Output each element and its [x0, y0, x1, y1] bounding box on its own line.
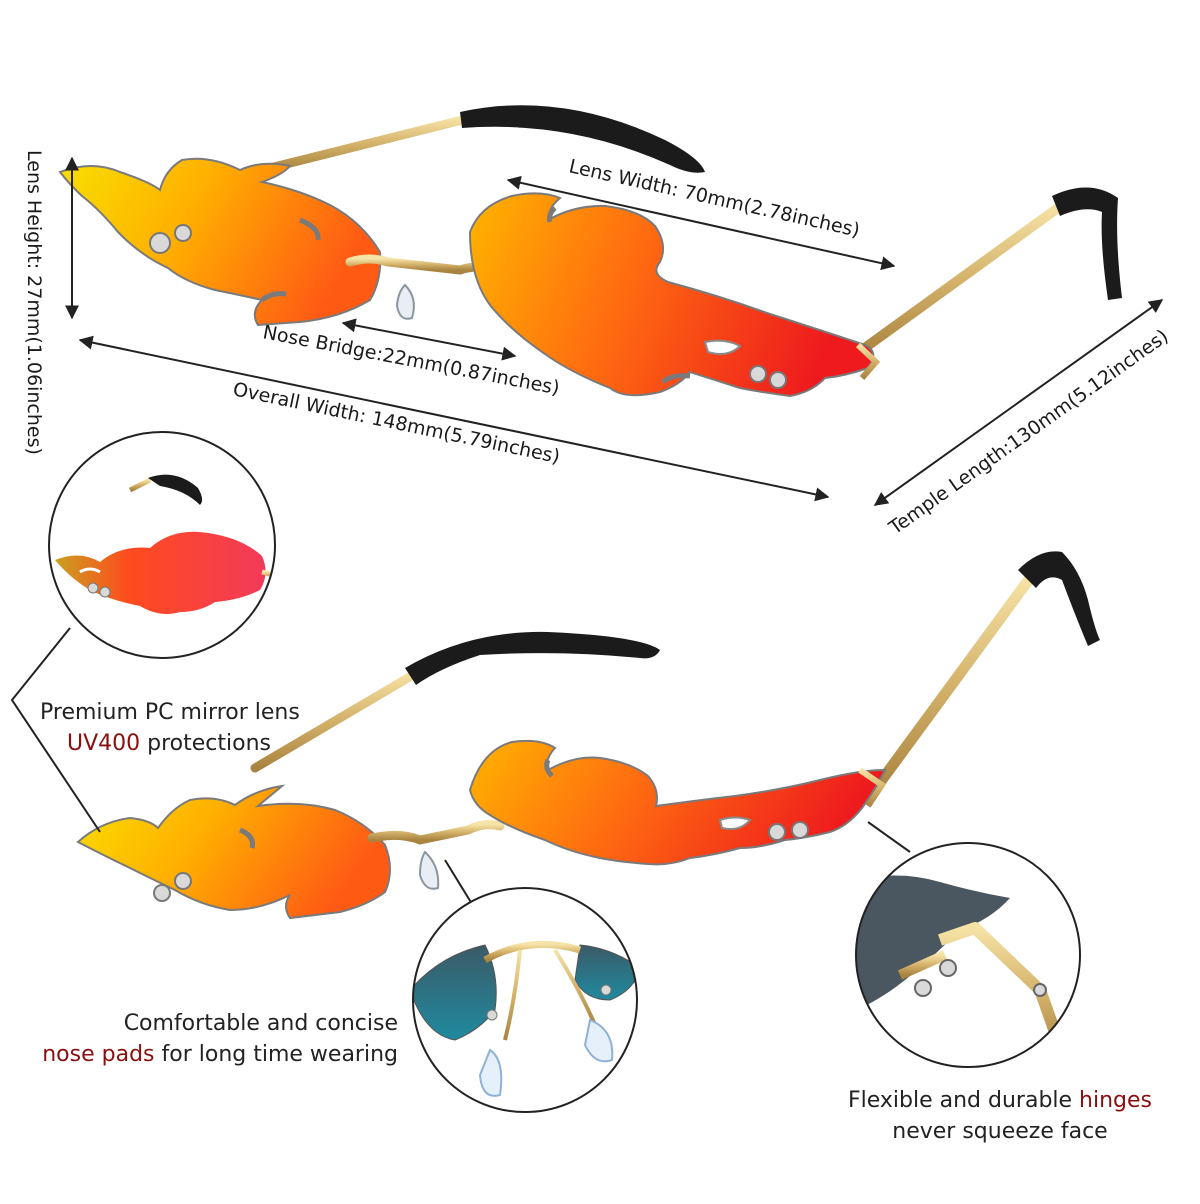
hinge-connector	[867, 821, 911, 853]
uv400-highlight: UV400	[67, 731, 141, 756]
bottom-front-temple-tip	[1018, 551, 1100, 646]
lens-callout: Premium PC mirror lens UV400 protections	[40, 697, 300, 759]
zoom-nose-pads-detail	[412, 887, 638, 1113]
top-front-temple-tip	[1052, 187, 1122, 300]
top-front-temple	[850, 200, 1067, 360]
lens-callout-line2: UV400 protections	[40, 728, 300, 759]
zoom-hinges-detail	[855, 842, 1081, 1068]
bottom-nose-bridge	[367, 820, 505, 845]
overall-width-label: Overall Width: 148mm(5.79inches)	[231, 378, 562, 468]
nose-pads-callout: Comfortable and concise nose pads for lo…	[42, 1008, 398, 1070]
nose-pads-callout-line2-rest: for long time wearing	[154, 1042, 399, 1067]
top-back-temple-tip	[460, 105, 705, 173]
top-left-lens	[58, 157, 382, 327]
overall-width-arrow	[78, 335, 830, 502]
top-nose-pad	[395, 283, 415, 320]
hinges-callout-line1: Flexible and durable hinges	[840, 1085, 1160, 1116]
bottom-front-temple	[867, 572, 1036, 798]
hinges-callout-line2: never squeeze face	[892, 1119, 1108, 1144]
nose-pads-callout-line2: nose pads for long time wearing	[42, 1039, 398, 1070]
zoom-lens-detail	[48, 431, 276, 659]
lens-callout-line2-rest: protections	[140, 731, 271, 756]
bottom-back-temple	[250, 667, 423, 773]
lens-callout-line1: Premium PC mirror lens	[40, 700, 300, 725]
temple-length-arrow	[873, 299, 1164, 506]
lens-width-arrow	[506, 175, 896, 271]
bottom-glasses	[76, 551, 1100, 920]
nose-pads-highlight: nose pads	[42, 1042, 155, 1067]
hinges-callout-line1-start: Flexible and durable	[847, 1088, 1080, 1113]
bottom-back-temple-tip	[405, 631, 660, 685]
lens-connector	[10, 627, 101, 833]
callout-connectors	[10, 627, 911, 931]
temple-length-label: Temple Length:130mm(5.12inches)	[884, 325, 1172, 539]
top-glasses	[58, 105, 1122, 398]
bottom-left-lens	[76, 784, 391, 920]
nose-pads-callout-line1: Comfortable and concise	[123, 1011, 398, 1036]
hinges-highlight: hinges	[1079, 1088, 1153, 1113]
hinges-callout: Flexible and durable hinges never squeez…	[840, 1085, 1160, 1147]
top-back-temple	[257, 113, 475, 175]
bottom-right-lens	[468, 739, 887, 866]
lens-height-label: Lens Height: 27mm(1.06inches)	[23, 150, 45, 455]
dimension-lines	[65, 156, 1164, 506]
bottom-nose-pad	[418, 850, 440, 890]
